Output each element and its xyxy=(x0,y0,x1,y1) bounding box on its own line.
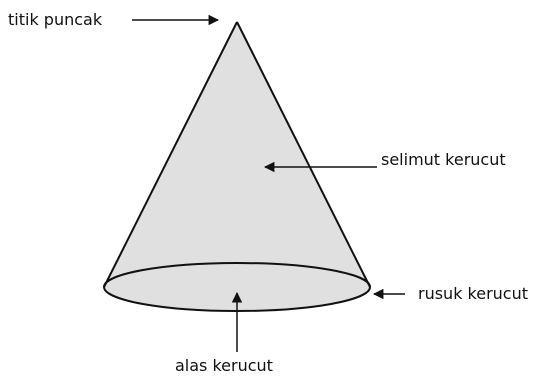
cone-right-edge xyxy=(236,21,371,288)
apex-label: titik puncak xyxy=(8,10,103,29)
lateral-surface-label: selimut kerucut xyxy=(381,150,506,169)
cone-lateral-surface xyxy=(104,22,370,287)
base-label: alas kerucut xyxy=(175,356,273,375)
cone-left-edge xyxy=(103,21,238,288)
base-edge-label: rusuk kerucut xyxy=(418,284,528,303)
